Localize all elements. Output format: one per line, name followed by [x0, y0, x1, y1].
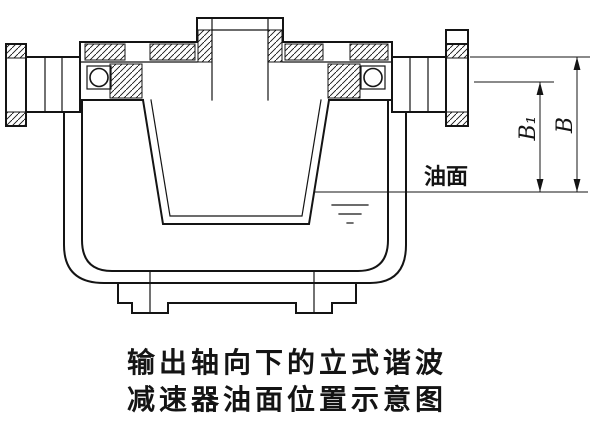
bearing-housing-right [360, 65, 386, 90]
caption-line-2: 减速器油面位置示意图 [127, 383, 447, 416]
boss-hatch [267, 29, 283, 63]
flexspline-cup [141, 98, 331, 225]
dimension-label-b: B [553, 117, 578, 134]
dimension-label-b1: B₁ [516, 116, 541, 142]
cover-hatch [149, 43, 196, 61]
right-shaft-hatch-bottom [445, 111, 469, 127]
left-shaft-hatch-top [5, 43, 27, 59]
right-shaft-hatch-top [445, 43, 469, 59]
caption: 输出轴向下的立式谐波 减速器油面位置示意图 [127, 346, 447, 416]
left-shaft-body [25, 56, 81, 113]
left-shaft-hatch-bottom [5, 111, 27, 127]
oil-surface-label: 油面 [424, 165, 468, 190]
cover-outline [79, 17, 393, 101]
oil-level: 油面 [314, 165, 588, 224]
caption-line-1: 输出轴向下的立式谐波 [127, 346, 447, 379]
cover-hatch [284, 43, 324, 61]
left-shaft [5, 43, 81, 127]
right-shaft [391, 29, 469, 127]
bearing-ball-left [89, 67, 109, 88]
right-shaft-body [391, 56, 447, 113]
right-shaft-tab [445, 29, 469, 45]
bearing-ball-right [363, 67, 383, 88]
bearing-housing-left [86, 65, 112, 90]
housing-outer-wall [63, 111, 407, 284]
boss-hatch [197, 29, 213, 63]
cover-hatch [327, 63, 361, 99]
cover-hatch [349, 43, 389, 61]
top-cover [79, 17, 393, 101]
cover-hatch [84, 43, 126, 61]
cup-outer-wall [141, 98, 331, 225]
dimensions: B₁ B [470, 56, 590, 192]
cup-inner-wall [150, 99, 322, 217]
housing-inner-wall [81, 99, 389, 272]
cover-hatch [109, 63, 143, 99]
housing-pedestal [117, 282, 357, 314]
housing-body [63, 99, 407, 314]
